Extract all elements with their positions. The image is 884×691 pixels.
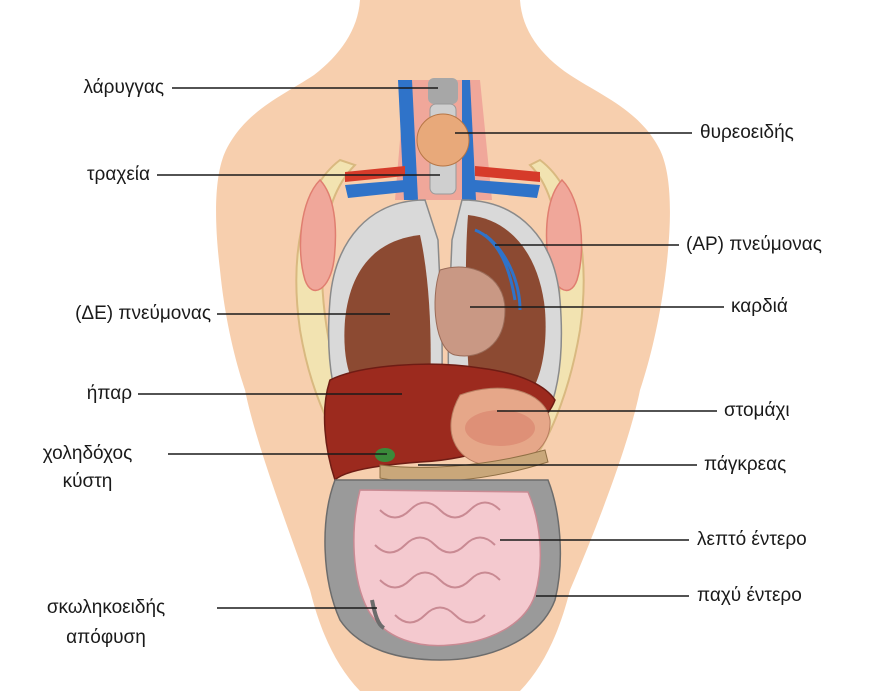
label-gallbladder-line1: χοληδόχος: [10, 443, 165, 465]
label-thyroid: θυρεοειδής: [700, 122, 794, 144]
label-heart: καρδιά: [731, 296, 788, 318]
label-appendix-line1: σκωληκοειδής: [0, 597, 212, 619]
label-trachea: τραχεία: [0, 164, 150, 186]
label-pancreas: πάγκρεας: [704, 454, 786, 476]
small-intestine-shape: [354, 490, 540, 646]
label-right-lung: (ΑΡ) πνεύμονας: [686, 234, 822, 256]
label-large-intestine: παχύ έντερο: [697, 585, 802, 607]
stomach-inner: [465, 410, 535, 446]
label-stomach: στομάχι: [724, 400, 790, 422]
larynx-shape: [428, 78, 458, 104]
gallbladder-shape: [375, 448, 395, 462]
label-left-lung: (ΔΕ) πνεύμονας: [0, 303, 211, 325]
label-larynx: λάρυγγας: [0, 77, 164, 99]
label-gallbladder-line2: κύστη: [10, 471, 165, 493]
label-appendix-line2: απόφυση: [0, 627, 212, 649]
thyroid-shape: [417, 114, 469, 166]
label-small-intestine: λεπτό έντερο: [697, 529, 807, 551]
label-liver: ήπαρ: [0, 383, 132, 405]
